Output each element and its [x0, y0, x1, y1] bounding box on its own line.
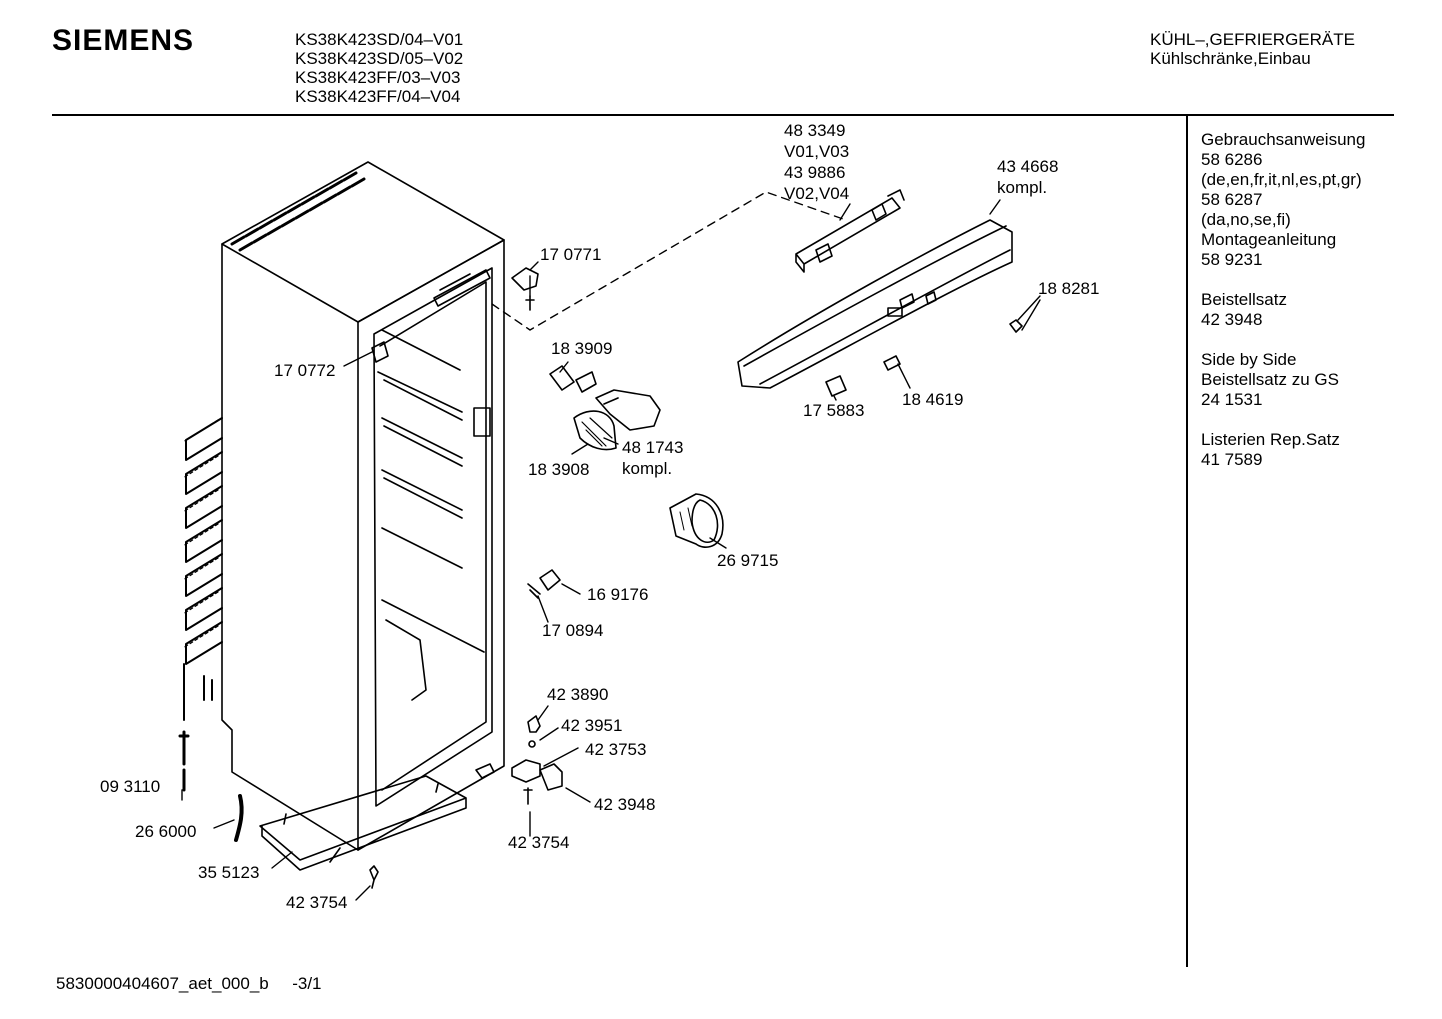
sidebar-info: Gebrauchsanweisung 58 6286 (de,en,fr,it,… — [1201, 130, 1365, 490]
part-label-423948: 42 3948 — [594, 795, 656, 814]
part-label-423754-top: 42 3754 — [508, 833, 570, 852]
header-divider — [52, 114, 1394, 116]
part-variant: V01,V03 — [784, 142, 850, 161]
part-label-170771: 17 0771 — [540, 245, 602, 264]
part-label-269715: 26 9715 — [717, 551, 779, 570]
sidebar-group-beistellsatz: Beistellsatz 42 3948 — [1201, 290, 1365, 330]
sidebar-line: 24 1531 — [1201, 390, 1263, 409]
part-label-175883: 17 5883 — [803, 401, 865, 420]
sidebar-divider — [1186, 115, 1188, 967]
sidebar-line: (da,no,se,fi) — [1201, 210, 1291, 229]
part-label-170772: 17 0772 — [274, 361, 336, 380]
condenser-coil — [182, 417, 223, 721]
leader-lines — [181, 199, 1041, 901]
sidebar-line: 58 6287 — [1201, 190, 1263, 209]
part-label-184619: 18 4619 — [902, 390, 964, 409]
category-line: KÜHL–,GEFRIERGERÄTE — [1150, 30, 1355, 49]
part-label-355123: 35 5123 — [198, 863, 260, 882]
sidebar-line: Beistellsatz zu GS — [1201, 370, 1339, 389]
sidebar-line: 41 7589 — [1201, 450, 1263, 469]
category-line: Kühlschränke,Einbau — [1150, 49, 1311, 68]
part-label-266000: 26 6000 — [135, 822, 197, 841]
part-number: 48 1743 — [622, 438, 684, 457]
sidebar-line: 42 3948 — [1201, 310, 1263, 329]
part-label-423951: 42 3951 — [561, 716, 623, 735]
sidebar-line: 58 9231 — [1201, 250, 1263, 269]
control-panel — [737, 219, 1013, 389]
model-number: KS38K423FF/03–V03 — [295, 68, 461, 87]
assembly-dashed-line — [491, 191, 847, 331]
part-number: 43 9886 — [784, 163, 846, 182]
sidebar-line: Montageanleitung — [1201, 230, 1337, 249]
part-label-434668: 43 4668 kompl. — [997, 156, 1058, 198]
footer-docid: 5830000404607_aet_000_b -3/1 — [56, 974, 322, 994]
sidebar-group-manuals: Gebrauchsanweisung 58 6286 (de,en,fr,it,… — [1201, 130, 1365, 270]
category-heading: KÜHL–,GEFRIERGERÄTE Kühlschränke,Einbau — [1150, 30, 1355, 68]
part-label-481743: 48 1743 kompl. — [622, 437, 683, 479]
part-note: kompl. — [622, 459, 673, 478]
model-list: KS38K423SD/04–V01 KS38K423SD/05–V02 KS38… — [295, 30, 463, 106]
part-variant: V02,V04 — [784, 184, 850, 203]
sidebar-line: Side by Side — [1201, 350, 1297, 369]
sidebar-group-side-by-side: Side by Side Beistellsatz zu GS 24 1531 — [1201, 350, 1365, 410]
part-label-169176: 16 9176 — [587, 585, 649, 604]
sidebar-group-listerien: Listerien Rep.Satz 41 7589 — [1201, 430, 1365, 470]
part-label-483349: 48 3349 V01,V03 43 9886 V02,V04 — [784, 120, 849, 204]
brand-logo: SIEMENS — [52, 24, 195, 57]
part-label-423753: 42 3753 — [585, 740, 647, 759]
part-label-093110: 09 3110 — [100, 777, 161, 796]
part-note: kompl. — [997, 178, 1048, 197]
sidebar-line: Listerien Rep.Satz — [1201, 430, 1340, 449]
part-label-170894: 17 0894 — [542, 621, 604, 640]
model-number: KS38K423SD/04–V01 — [295, 30, 464, 49]
model-number: KS38K423SD/05–V02 — [295, 49, 464, 68]
small-parts — [178, 267, 1023, 889]
part-label-188281: 18 8281 — [1038, 279, 1100, 298]
part-label-183908: 18 3908 — [528, 460, 590, 479]
sidebar-line: 58 6286 — [1201, 150, 1263, 169]
electronic-board — [795, 189, 905, 273]
model-number: KS38K423FF/04–V04 — [295, 87, 461, 106]
sidebar-line: (de,en,fr,it,nl,es,pt,gr) — [1201, 170, 1362, 189]
page-number: -3/1 — [292, 974, 322, 993]
sidebar-line: Beistellsatz — [1201, 290, 1287, 309]
part-number: 48 3349 — [784, 121, 846, 140]
part-label-423754-bottom: 42 3754 — [286, 893, 348, 912]
doc-id: 5830000404607_aet_000_b — [56, 974, 269, 993]
part-number: 43 4668 — [997, 157, 1059, 176]
part-label-423890: 42 3890 — [547, 685, 609, 704]
sidebar-line: Gebrauchsanweisung — [1201, 130, 1366, 149]
fridge-cabinet — [221, 161, 505, 871]
part-label-183909: 18 3909 — [551, 339, 613, 358]
